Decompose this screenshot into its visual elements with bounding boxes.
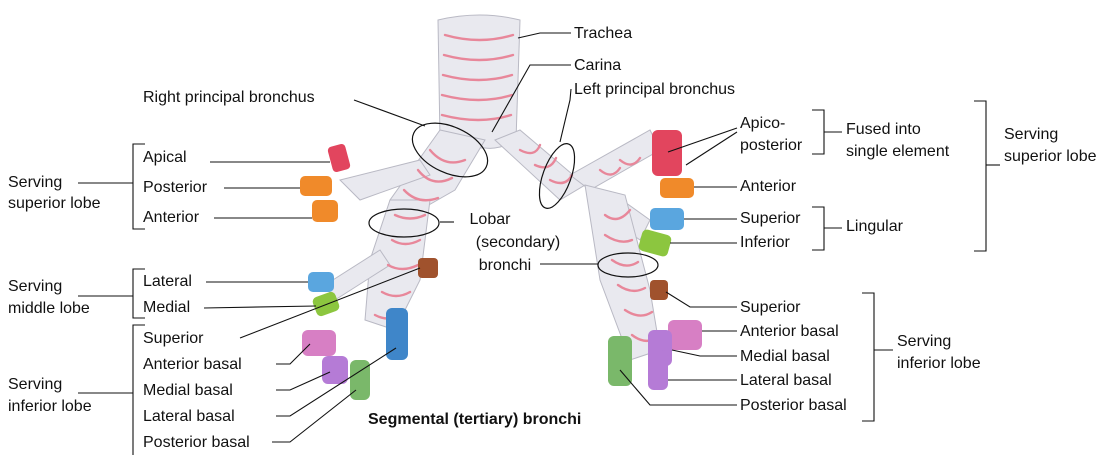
left-apico-label-2: posterior bbox=[740, 137, 803, 154]
right-middle-serving-2: middle lobe bbox=[8, 300, 90, 317]
right-medial-label: Medial bbox=[143, 299, 190, 316]
left-fused-label-2: single element bbox=[846, 143, 950, 160]
right-anterior-label: Anterior bbox=[143, 209, 200, 226]
right-apical-segment bbox=[327, 143, 351, 173]
left-apico-label-1: Apico- bbox=[740, 115, 785, 132]
left-lingular-inferior-label: Inferior bbox=[740, 234, 790, 251]
right-principal-label: Right principal bronchus bbox=[143, 89, 315, 106]
left-anterior-basal-label: Anterior basal bbox=[740, 323, 839, 340]
right-inferior-serving-1: Serving bbox=[8, 376, 62, 393]
right-medial-basal-segment bbox=[322, 356, 348, 384]
left-lung-labels: Apico- posterior Fused into single eleme… bbox=[620, 101, 1097, 421]
left-inferior-serving-1: Serving bbox=[897, 333, 951, 350]
right-superior-serving-1: Serving bbox=[8, 174, 62, 191]
right-anterior-segment bbox=[312, 200, 338, 222]
right-lateral-label: Lateral bbox=[143, 273, 192, 290]
left-medial-basal-label: Medial basal bbox=[740, 348, 830, 365]
left-apicoposterior-segment bbox=[652, 130, 682, 176]
left-superior-serving-1: Serving bbox=[1004, 126, 1058, 143]
right-superior-segment bbox=[418, 258, 438, 278]
right-posterior-label: Posterior bbox=[143, 179, 208, 196]
left-posterior-basal-label: Posterior basal bbox=[740, 397, 847, 414]
left-superior-lingular-segment bbox=[650, 208, 684, 230]
left-inferior-superior-label: Superior bbox=[740, 299, 801, 316]
right-superior-serving-2: superior lobe bbox=[8, 195, 101, 212]
left-posterior-basal-segment bbox=[608, 336, 632, 386]
trachea-tube bbox=[438, 15, 520, 148]
right-lateral-basal-label: Lateral basal bbox=[143, 408, 235, 425]
carina-label: Carina bbox=[574, 57, 621, 74]
segmental-caption: Segmental (tertiary) bronchi bbox=[368, 411, 581, 428]
bronchial-tree-illustration bbox=[300, 15, 702, 400]
lobar-label-3: bronchi bbox=[479, 257, 531, 274]
right-posterior-basal-label: Posterior basal bbox=[143, 434, 250, 451]
right-lateral-segment bbox=[308, 272, 334, 292]
left-lingular-label: Lingular bbox=[846, 218, 904, 235]
lobar-label-2: (secondary) bbox=[476, 234, 560, 251]
right-anterior-basal-segment bbox=[302, 330, 336, 356]
right-inferior-superior-label: Superior bbox=[143, 330, 204, 347]
left-superior-serving-2: superior lobe bbox=[1004, 148, 1097, 165]
trachea-label: Trachea bbox=[574, 25, 632, 42]
left-lateral-basal-label: Lateral basal bbox=[740, 372, 832, 389]
left-fused-label-1: Fused into bbox=[846, 121, 921, 138]
right-medial-basal-label: Medial basal bbox=[143, 382, 233, 399]
left-superior-segment bbox=[650, 280, 668, 300]
lobar-label-1: Lobar bbox=[470, 211, 512, 228]
right-apical-label: Apical bbox=[143, 149, 187, 166]
left-superior-tube bbox=[570, 130, 660, 190]
right-anterior-basal-label: Anterior basal bbox=[143, 356, 242, 373]
left-lingular-superior-label: Superior bbox=[740, 210, 801, 227]
left-principal-label: Left principal bronchus bbox=[574, 81, 735, 98]
right-inferior-serving-2: inferior lobe bbox=[8, 398, 92, 415]
left-anterior-label: Anterior bbox=[740, 178, 797, 195]
left-anterior-segment bbox=[660, 178, 694, 198]
right-posterior-segment bbox=[300, 176, 332, 196]
left-inferior-serving-2: inferior lobe bbox=[897, 355, 981, 372]
left-anterior-basal-segment bbox=[668, 320, 702, 350]
right-middle-serving-1: Serving bbox=[8, 278, 62, 295]
left-lateral-basal-segment bbox=[648, 350, 668, 390]
left-inferior-lingular-segment bbox=[638, 228, 673, 257]
